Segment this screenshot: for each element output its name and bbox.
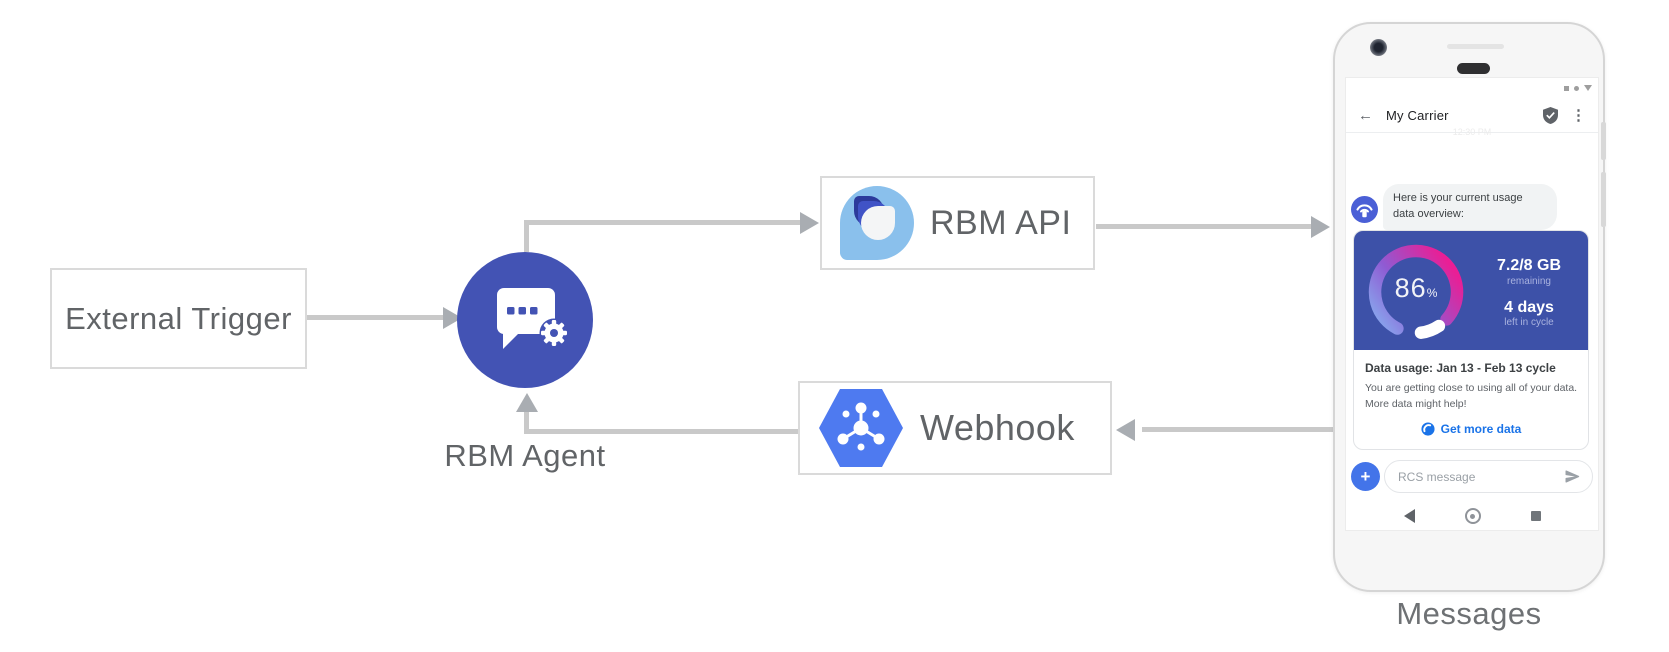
webhook-label: Webhook	[920, 407, 1075, 448]
conversation-header: ← My Carrier ⋮	[1346, 98, 1598, 133]
antenna-icon	[1356, 204, 1373, 218]
status-dot-icon	[1574, 85, 1579, 91]
external-trigger-node: External Trigger	[50, 268, 307, 369]
data-remaining-label: remaining	[1507, 275, 1551, 287]
status-triangle-icon	[1584, 85, 1592, 91]
gear-icon	[539, 318, 569, 348]
usage-card-text: You are getting close to using all of yo…	[1365, 382, 1578, 394]
rbm-logo-icon	[840, 186, 914, 260]
usage-card-text: More data might help!	[1365, 397, 1467, 410]
arrow-right-icon	[1311, 216, 1330, 238]
arrow-agent-to-api-line	[524, 220, 802, 225]
webhook-node: Webhook	[798, 381, 1112, 475]
phone-screen: ← My Carrier ⋮ 12:30 PM Here is your cu	[1345, 77, 1599, 531]
rcs-message-input[interactable]	[1396, 468, 1564, 485]
bubble-line: data overview:	[1393, 207, 1464, 220]
arrow-webhook-to-agent-vertical	[524, 412, 529, 434]
usage-stats: 7.2/8 GB remaining 4 days left in cycle	[1474, 231, 1584, 352]
arrow-up-icon	[516, 393, 538, 412]
faded-timestamp: 12:30 PM	[1452, 127, 1492, 137]
nav-home-icon[interactable]	[1464, 508, 1481, 524]
speaker-grille	[1447, 44, 1504, 49]
rbm-api-label: RBM API	[930, 203, 1072, 242]
usage-card-media: 86% 7.2/8 GB remaining 4 days left in cy…	[1354, 231, 1588, 350]
nav-back-icon[interactable]	[1403, 509, 1415, 523]
volume-button	[1601, 172, 1606, 227]
usage-gauge	[1364, 240, 1468, 344]
arrow-phone-to-webhook-line	[1142, 427, 1333, 432]
status-bar	[1564, 85, 1592, 91]
external-trigger-label: External Trigger	[65, 300, 292, 336]
plus-icon: +	[1360, 467, 1371, 486]
rbm-agent-label: RBM Agent	[444, 438, 606, 473]
power-button	[1601, 122, 1606, 160]
android-nav-bar	[1346, 508, 1598, 524]
agent-message-bubble: Here is your current usage data overview…	[1383, 184, 1557, 230]
gauge-percent: 86%	[1364, 236, 1468, 340]
usage-card-body: Data usage: Jan 13 - Feb 13 cycle You ar…	[1354, 350, 1588, 449]
pubsub-hexagon-icon	[819, 389, 903, 467]
overflow-menu-icon[interactable]: ⋮	[1571, 106, 1586, 124]
usage-rich-card: 86% 7.2/8 GB remaining 4 days left in cy…	[1353, 230, 1589, 450]
days-left-label: left in cycle	[1504, 316, 1554, 328]
front-camera-icon	[1370, 39, 1387, 56]
rbm-agent-node	[457, 252, 593, 388]
messages-caption: Messages	[1396, 596, 1542, 631]
phone-mockup: ← My Carrier ⋮ 12:30 PM Here is your cu	[1333, 22, 1606, 592]
status-square-icon	[1564, 85, 1569, 91]
gauge-percent-value: 86	[1394, 272, 1427, 303]
arrow-webhook-to-agent-line	[527, 429, 798, 434]
send-icon[interactable]	[1564, 468, 1581, 485]
rbm-api-node: RBM API	[820, 176, 1095, 270]
arrow-trigger-to-agent-line	[303, 315, 445, 320]
chat-agent-icon	[497, 288, 569, 349]
conversation-title: My Carrier	[1386, 107, 1449, 123]
days-left-value: 4 days	[1504, 298, 1554, 316]
get-more-data-label: Get more data	[1440, 421, 1522, 436]
attach-plus-button[interactable]: +	[1351, 462, 1380, 491]
arrow-agent-to-api-vertical	[524, 222, 529, 252]
arrow-right-icon	[800, 212, 819, 234]
arrow-api-to-phone-line	[1096, 224, 1313, 229]
earpiece	[1457, 63, 1490, 74]
message-compose-bar	[1384, 460, 1593, 493]
agent-avatar	[1351, 196, 1378, 223]
usage-card-title: Data usage: Jan 13 - Feb 13 cycle	[1365, 361, 1556, 375]
arrow-left-icon	[1116, 419, 1135, 441]
gauge-percent-unit: %	[1426, 286, 1438, 300]
get-more-data-button[interactable]: Get more data	[1365, 422, 1577, 436]
verified-shield-icon	[1543, 106, 1558, 124]
nav-recents-icon[interactable]	[1530, 511, 1541, 521]
bubble-line: Here is your current usage	[1393, 192, 1523, 204]
data-remaining-value: 7.2/8 GB	[1496, 257, 1562, 275]
globe-data-icon	[1421, 421, 1435, 436]
back-arrow-icon[interactable]: ←	[1358, 106, 1373, 124]
